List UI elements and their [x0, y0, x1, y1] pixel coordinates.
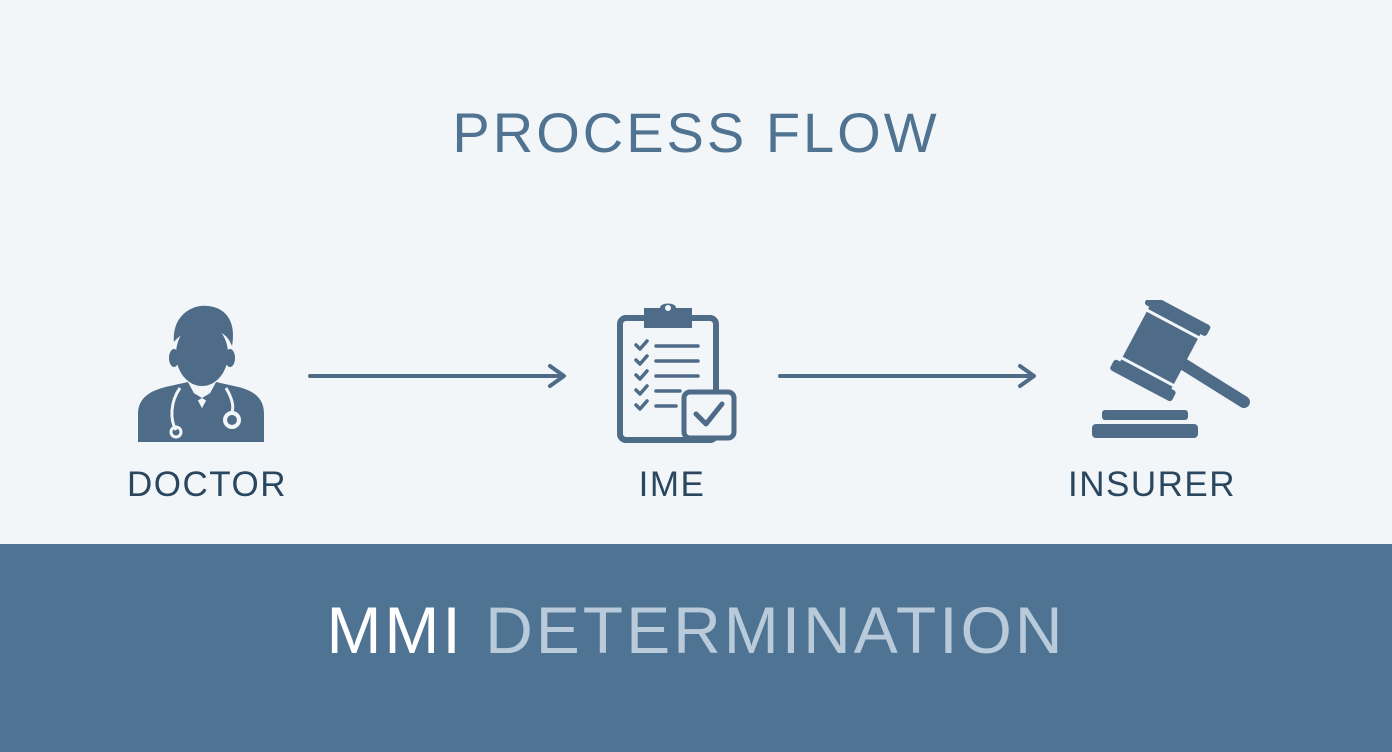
arrow-ime-to-insurer — [778, 364, 1036, 388]
doctor-icon — [138, 305, 264, 442]
node-label-ime: IME — [638, 465, 706, 504]
node-label-doctor: DOCTOR — [126, 465, 288, 504]
banner-strong-text: MMI — [326, 593, 464, 667]
diagram-title: PROCESS FLOW — [452, 101, 940, 164]
banner-light-text: DETERMINATION — [485, 593, 1066, 667]
gavel-icon — [1092, 300, 1250, 438]
banner-heading: MMI DETERMINATION — [0, 592, 1392, 668]
node-label-insurer: INSURER — [1067, 465, 1237, 504]
bottom-banner — [0, 544, 1392, 752]
arrow-doctor-to-ime — [308, 364, 566, 388]
clipboard-checklist-icon — [617, 303, 737, 443]
